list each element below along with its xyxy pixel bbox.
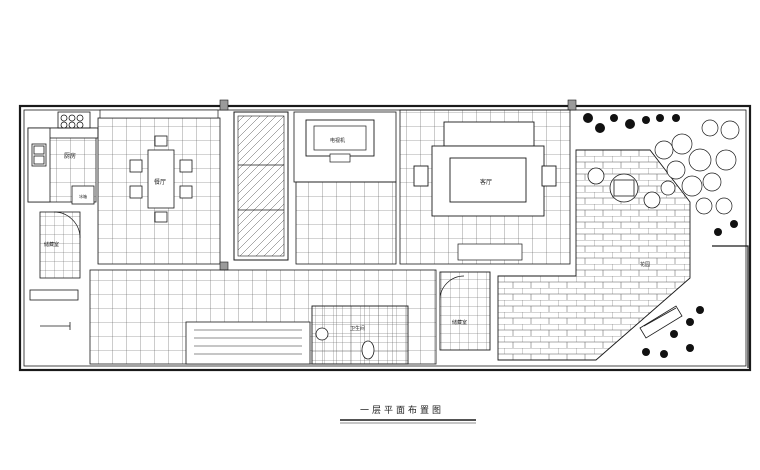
exterior-walls [18, 104, 752, 372]
patio-table [587, 167, 661, 209]
garden-terrace: 花园 [497, 149, 691, 361]
sofa-set [413, 121, 557, 217]
fridge-label: 冰箱 [79, 193, 87, 199]
tv-area: 电视机 [293, 111, 397, 265]
kitchen-label: 厨房 [64, 152, 76, 160]
garden-label: 花园 [640, 261, 650, 268]
toilet-label: 卫生间 [350, 325, 365, 332]
tv-label: 电视机 [330, 137, 345, 144]
drawing-title-block: 一层平面布置图 [340, 404, 476, 424]
plant-dark [583, 113, 738, 358]
sink-fixture [31, 143, 47, 167]
storage-mid-label: 储藏室 [452, 319, 467, 326]
bathroom-room: 卫生间 [311, 305, 409, 365]
entry-steps [29, 289, 79, 330]
fridge-appliance [71, 185, 95, 205]
stair-void [233, 111, 289, 261]
dining-table [129, 135, 193, 223]
storage-room-mid: 储藏室 [439, 271, 491, 351]
plant-shrubs [654, 119, 740, 215]
living-label: 客厅 [480, 178, 492, 186]
garden-boundary [712, 245, 749, 368]
kitchen-room: 冰箱 厨房 [27, 111, 99, 205]
garden-bench [639, 305, 683, 339]
dining-label: 餐厅 [154, 178, 166, 186]
storage-left-label: 储藏室 [44, 241, 59, 248]
dining-room: 餐厅 [97, 109, 221, 265]
stove-appliance [57, 111, 91, 129]
drawing-title: 一层平面布置图 [360, 404, 444, 416]
living-room: 客厅 [399, 109, 571, 265]
storage-room-left: 储藏室 [39, 211, 81, 279]
